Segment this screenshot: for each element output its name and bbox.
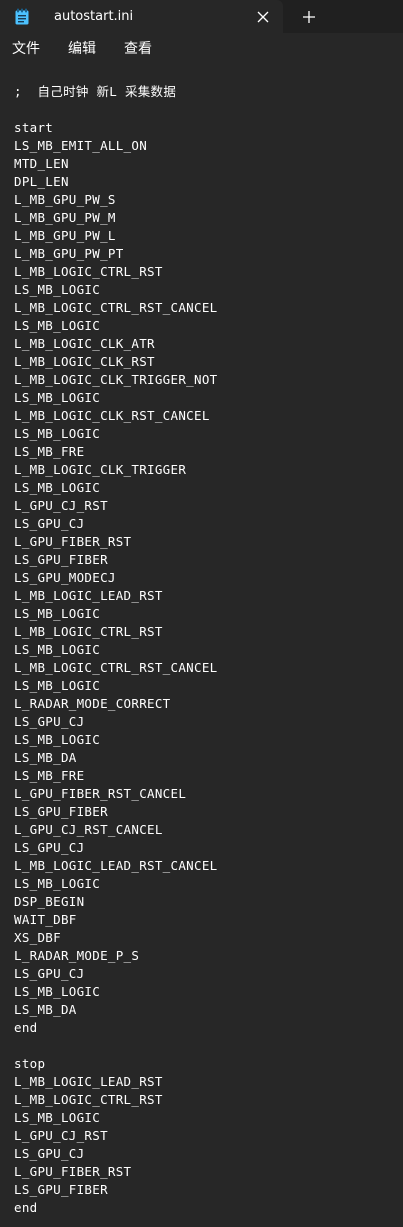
plus-icon[interactable] bbox=[298, 6, 320, 28]
notepad-icon bbox=[14, 8, 30, 25]
menu-bar: 文件 编辑 查看 bbox=[0, 33, 403, 65]
menu-edit[interactable]: 编辑 bbox=[68, 41, 96, 57]
text-editor[interactable]: ; 自己时钟 新L 采集数据 start LS_MB_EMIT_ALL_ON M… bbox=[0, 65, 403, 1227]
tab-title: autostart.ini bbox=[54, 9, 134, 24]
tab-autostart[interactable]: autostart.ini bbox=[0, 0, 283, 33]
close-icon[interactable] bbox=[252, 6, 274, 28]
editor-text[interactable]: ; 自己时钟 新L 采集数据 start LS_MB_EMIT_ALL_ON M… bbox=[14, 84, 218, 1215]
menu-file[interactable]: 文件 bbox=[12, 41, 40, 57]
title-bar: autostart.ini bbox=[0, 0, 403, 33]
menu-view[interactable]: 查看 bbox=[124, 41, 152, 57]
